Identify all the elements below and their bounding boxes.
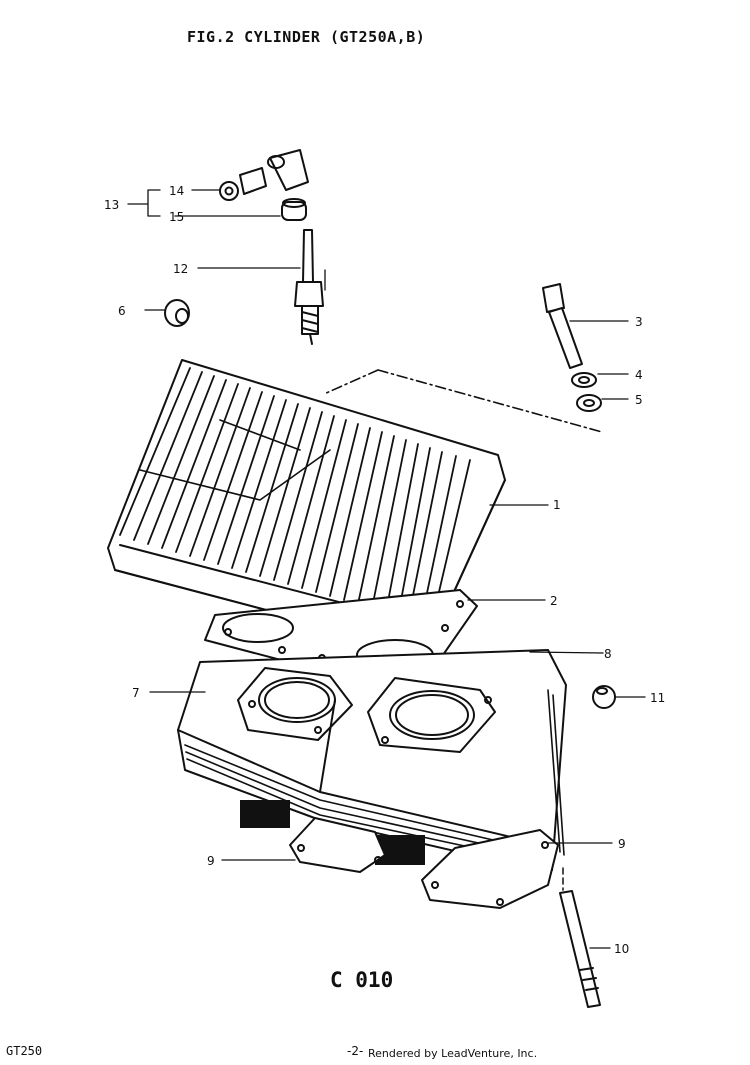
head-bolt-part	[542, 283, 602, 412]
base-gasket-part	[289, 817, 559, 909]
callout-8: 8	[604, 647, 612, 661]
callout-12: 12	[173, 262, 188, 276]
callout-1: 1	[553, 498, 561, 512]
callout-14: 14	[169, 184, 184, 198]
callout-6: 6	[118, 304, 126, 318]
spark-plug-part	[294, 229, 324, 345]
plug-cap-part	[219, 149, 309, 221]
callout-2: 2	[550, 594, 558, 608]
callout-11: 11	[650, 691, 665, 705]
stud-bolt-part	[559, 867, 601, 1008]
cap-nut-part	[592, 685, 616, 709]
model-label: GT250	[6, 1044, 43, 1058]
cap-nut-part	[164, 299, 190, 327]
callout-3: 3	[635, 315, 643, 329]
callout-4: 4	[635, 368, 643, 382]
callout-5: 5	[635, 393, 643, 407]
callout-15: 15	[169, 210, 184, 224]
leader-lines	[127, 189, 646, 949]
callout-7: 7	[132, 686, 140, 700]
cylinder-head-part	[107, 359, 506, 649]
callout-9-left: 9	[207, 854, 215, 868]
credit-line: Rendered by LeadVenture, Inc.	[368, 1047, 538, 1060]
page-number: -2-	[347, 1044, 364, 1058]
callout-10: 10	[614, 942, 629, 956]
callout-13: 13	[104, 198, 119, 212]
figure-title: FIG.2 CYLINDER (GT250A,B)	[187, 28, 426, 46]
callout-9-right: 9	[618, 837, 626, 851]
figure-code: C 010	[330, 968, 394, 992]
